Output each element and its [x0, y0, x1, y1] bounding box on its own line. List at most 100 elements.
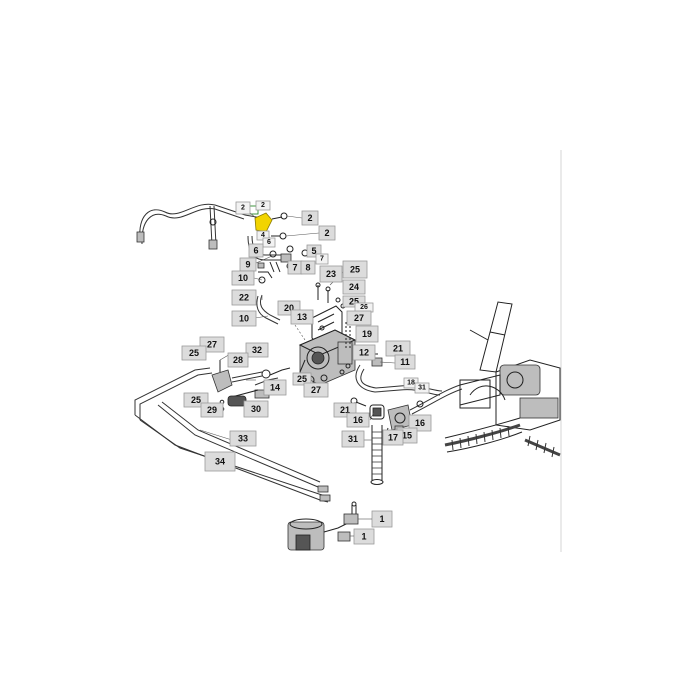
callout-34: 34: [204, 451, 236, 472]
callout-text: 28: [233, 355, 243, 365]
callout-text: 2: [324, 228, 329, 238]
callout-1a: 1: [371, 510, 393, 528]
callout-31a: 31: [414, 382, 430, 394]
callout-text: 25: [189, 348, 199, 358]
callout-text: 16: [415, 418, 425, 428]
callout-text: 29: [207, 405, 217, 415]
hose-18: [409, 384, 461, 411]
callout-text: 19: [362, 329, 372, 339]
callout-text: 27: [207, 340, 217, 350]
machine-frame-right: [459, 301, 561, 431]
callout-16a: 16: [346, 412, 370, 428]
callout-text: 34: [215, 457, 225, 467]
callout-19: 19: [355, 325, 379, 343]
callout-text: 7: [292, 263, 297, 273]
callout-25d: 25: [292, 372, 312, 386]
callout-text: 32: [252, 345, 262, 355]
callout-text: 11: [400, 357, 410, 367]
callout-text: 27: [311, 385, 321, 395]
callout-text: 5: [311, 246, 316, 256]
harness-cable: [136, 203, 263, 250]
callout-13: 13: [290, 309, 314, 325]
callout-text: 25: [349, 297, 359, 307]
callout-7b: 7: [287, 260, 303, 275]
callout-text: 2: [241, 205, 245, 212]
callout-25b: 25: [342, 295, 366, 308]
callout-31b: 31: [341, 430, 365, 448]
callout-text: 20: [284, 303, 294, 313]
callout-1b: 1: [353, 528, 375, 545]
callout-text: 22: [239, 293, 249, 303]
callout-text: 8: [305, 263, 310, 273]
callout-text: 30: [251, 404, 261, 414]
callout-text: 13: [297, 312, 307, 322]
callout-text: 18: [407, 380, 415, 387]
corrugated-hose-right: [444, 417, 561, 458]
callout-text: 2: [261, 202, 265, 209]
callout-labels: 2 2 2 2 4 6 6 5 7 9 7 8 10 23 25 24 25 2…: [181, 200, 432, 545]
callout-text: 24: [349, 282, 359, 292]
control-valve-assembly: [298, 322, 357, 386]
callout-text: 9: [245, 260, 250, 270]
callout-text: 25: [191, 395, 201, 405]
bolts-column: [315, 282, 346, 309]
callout-text: 6: [253, 246, 258, 256]
callout-text: 10: [238, 273, 248, 283]
callout-2b: 2: [255, 200, 271, 211]
callout-text: 15: [402, 431, 412, 441]
callout-10a: 10: [231, 270, 255, 286]
callout-28: 28: [227, 352, 249, 368]
callout-9: 9: [239, 257, 257, 272]
callout-text: 25: [297, 374, 307, 384]
callout-text: 25: [350, 265, 360, 275]
callout-text: 21: [393, 344, 403, 354]
callout-text: 31: [418, 385, 426, 392]
callout-25a: 25: [342, 260, 368, 279]
callout-text: 4: [261, 232, 265, 239]
callout-33: 33: [229, 430, 257, 447]
callout-6b: 6: [248, 243, 264, 258]
callout-text: 6: [267, 239, 271, 246]
callout-27c: 27: [303, 382, 329, 398]
callout-27a: 27: [346, 310, 372, 326]
hydraulic-tubes: [134, 367, 331, 503]
callout-text: 23: [326, 269, 336, 279]
callout-text: 7: [320, 256, 324, 263]
callout-text: 1: [361, 532, 366, 542]
callout-25c: 25: [181, 345, 207, 361]
filter-housing: [287, 501, 359, 551]
callout-8: 8: [300, 260, 316, 275]
callout-text: 33: [238, 434, 248, 444]
callout-text: 31: [348, 434, 358, 444]
callout-text: 16: [353, 415, 363, 425]
callout-2d: 2: [318, 225, 336, 241]
callout-17: 17: [382, 429, 404, 446]
highlighted-valve: [247, 205, 288, 241]
hose-22: [259, 294, 281, 321]
callout-text: 27: [354, 313, 364, 323]
corrugated-hose-31: [370, 425, 384, 485]
callout-text: 12: [359, 348, 369, 358]
callout-21a: 21: [385, 340, 411, 357]
callout-16b: 16: [408, 414, 432, 432]
callout-29: 29: [200, 402, 224, 418]
callout-2c: 2: [301, 210, 319, 226]
callout-text: 21: [340, 405, 350, 415]
hose-11: [355, 364, 441, 396]
callout-24: 24: [342, 279, 366, 295]
callout-text: 14: [270, 383, 280, 393]
callout-7a: 7: [315, 253, 329, 265]
callout-12: 12: [352, 344, 376, 361]
callout-11: 11: [394, 354, 416, 370]
callout-10b: 10: [231, 310, 257, 327]
callout-text: 26: [360, 304, 368, 311]
callout-text: 2: [307, 213, 312, 223]
callout-32: 32: [245, 342, 269, 358]
callout-text: 1: [379, 514, 384, 524]
callout-14: 14: [263, 379, 287, 396]
callout-2a: 2: [235, 201, 251, 215]
callout-6a: 6: [262, 237, 276, 248]
callout-text: 10: [239, 314, 249, 324]
callout-22: 22: [231, 289, 257, 306]
